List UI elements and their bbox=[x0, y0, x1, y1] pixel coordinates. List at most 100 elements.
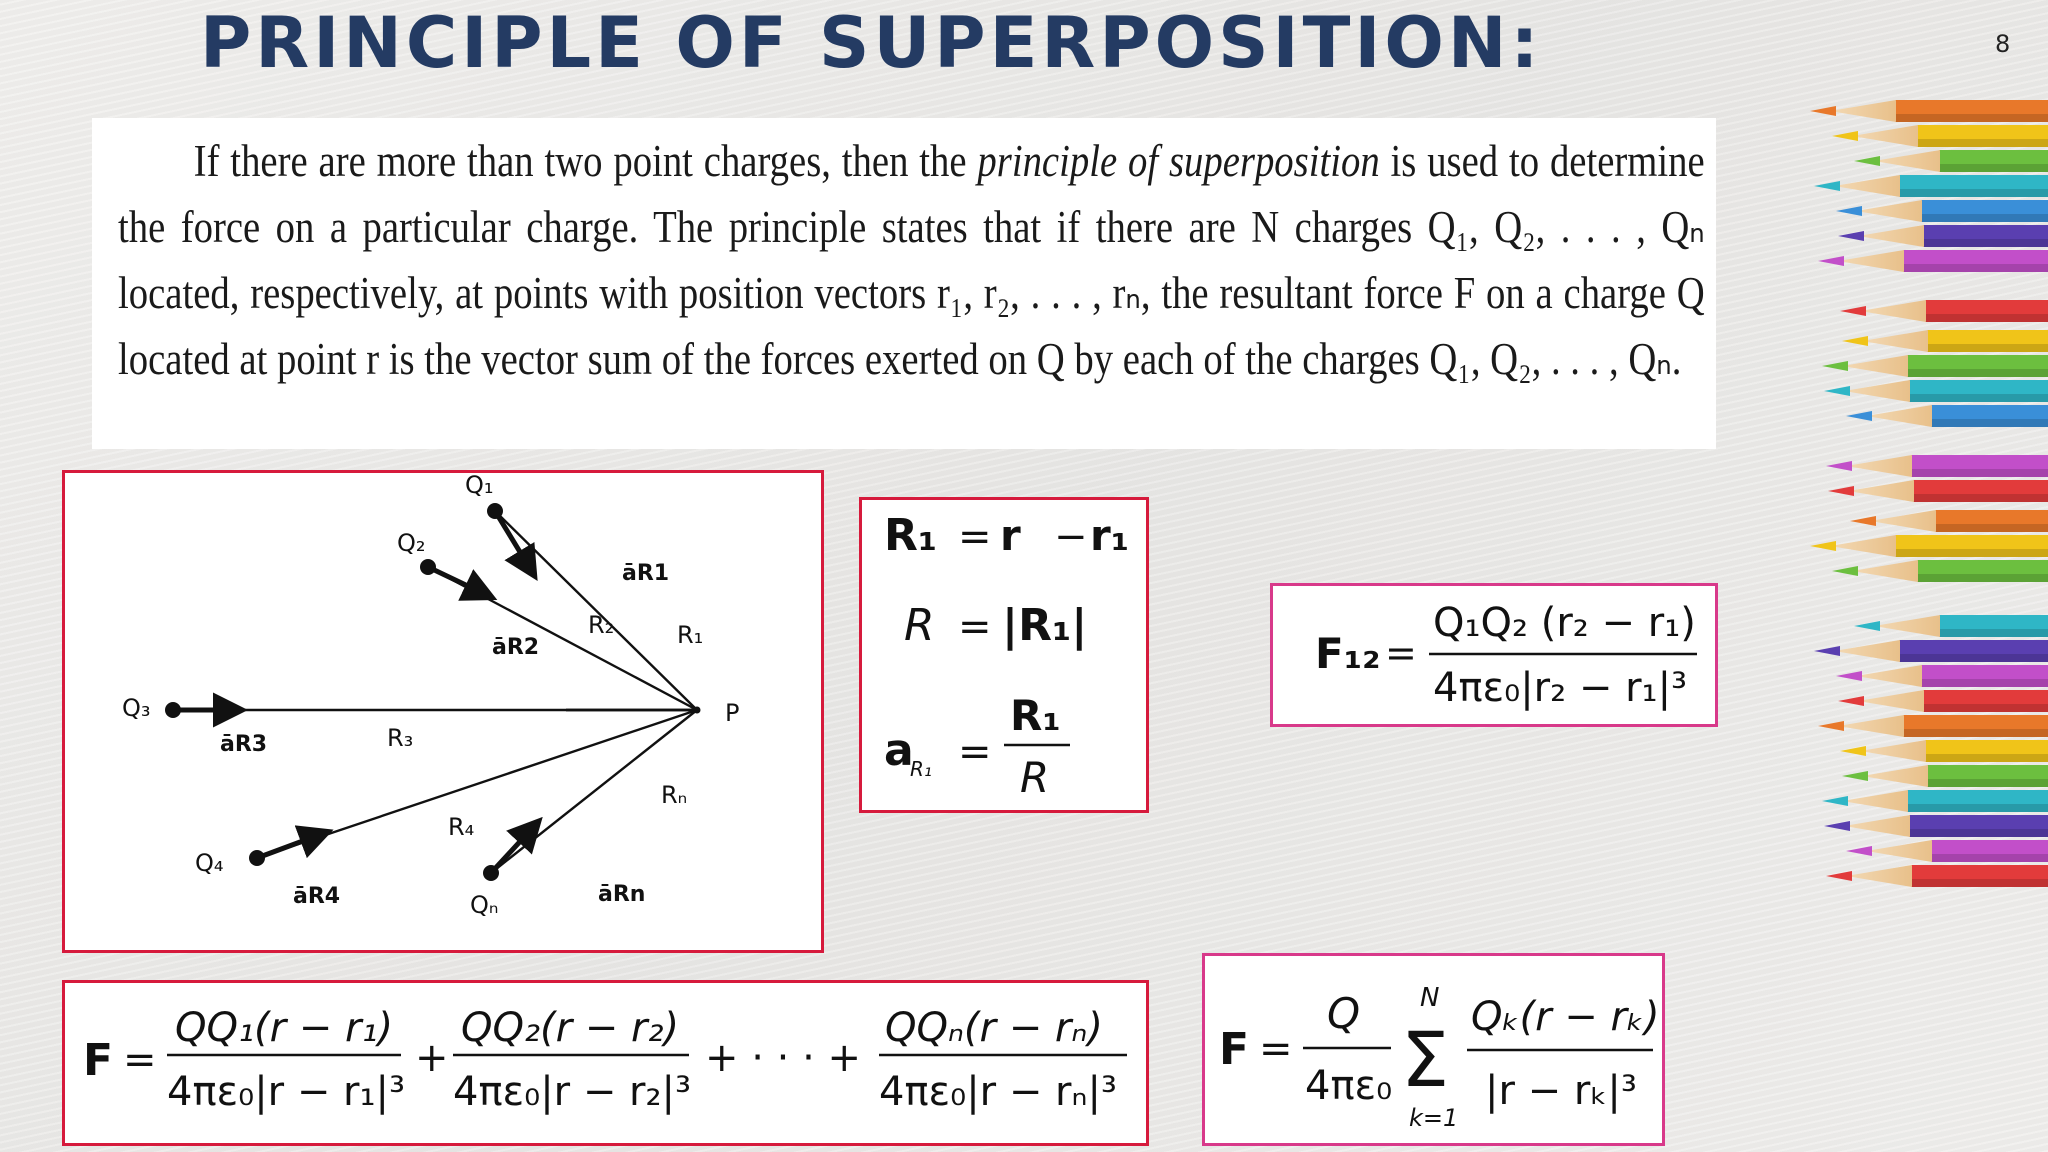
superposition-diagram: Q₁ Q₂ Q₃ Q₄ Qₙ P R₁ R₂ R₃ R₄ Rₙ āR1 āR2 … bbox=[62, 470, 824, 953]
pencil bbox=[1846, 840, 2048, 862]
f12-eq: = bbox=[1385, 631, 1417, 675]
pencil bbox=[1840, 300, 2048, 322]
fsum-termN-num: QQₙ(r − rₙ) bbox=[885, 1005, 1103, 1051]
pencil bbox=[1838, 225, 2048, 247]
pencil bbox=[1824, 815, 2048, 837]
f12-lhs: F₁₂ bbox=[1315, 629, 1380, 678]
label-q4: Q₄ bbox=[195, 849, 224, 877]
definition-text-part1: If there are more than two point charges… bbox=[193, 136, 978, 186]
rel-eq1: = bbox=[958, 514, 992, 560]
label-ar3: āR3 bbox=[220, 732, 267, 757]
relations-box: R₁ = r − r₁ R = |R₁| a R₁ = R₁ R bbox=[859, 497, 1149, 813]
fsum-term2-num: QQ₂(r − r₂) bbox=[461, 1005, 679, 1051]
fsum-term1-den: 4πε₀|r − r₁|³ bbox=[167, 1069, 405, 1115]
pencil bbox=[1826, 865, 2048, 887]
pencil bbox=[1814, 175, 2048, 197]
label-r1: R₁ bbox=[677, 621, 703, 649]
unit-vector-arrows bbox=[173, 509, 543, 875]
rel-a: a bbox=[884, 725, 914, 776]
label-r2: R₂ bbox=[588, 611, 614, 639]
pencil bbox=[1854, 615, 2048, 637]
definition-emphasis: principle of superposition bbox=[977, 136, 1380, 186]
charge-dots bbox=[165, 503, 701, 881]
fsig-den: 4πε₀ bbox=[1305, 1063, 1392, 1109]
arrow-ar2 bbox=[426, 564, 498, 601]
rel-frac-num: R₁ bbox=[1010, 691, 1061, 740]
pencil bbox=[1836, 665, 2048, 687]
pencil bbox=[1842, 765, 2048, 787]
charge-dot-q3 bbox=[165, 702, 181, 718]
pencil bbox=[1840, 740, 2048, 762]
definition-text: If there are more than two point charges… bbox=[118, 128, 1705, 392]
label-point-p: P bbox=[725, 699, 739, 727]
rel-r: r bbox=[1000, 511, 1021, 560]
pencil bbox=[1842, 330, 2048, 352]
fsum-plus1: + bbox=[415, 1035, 449, 1081]
fsum-ellipsis: + · · · + bbox=[705, 1035, 861, 1081]
pencil bbox=[1824, 380, 2048, 402]
fsig-num: Q bbox=[1327, 989, 1360, 1038]
label-ar1: āR1 bbox=[622, 561, 669, 586]
pencil bbox=[1832, 560, 2048, 582]
arrow-ar4 bbox=[256, 825, 334, 861]
fsum-lhs: F bbox=[83, 1035, 113, 1086]
pencil bbox=[1850, 510, 2048, 532]
pencil bbox=[1810, 100, 2048, 122]
pencil bbox=[1822, 790, 2048, 812]
fsum-term2-den: 4πε₀|r − r₂|³ bbox=[453, 1069, 691, 1115]
rel-R1: R₁ bbox=[884, 510, 937, 561]
relations-svg: R₁ = r − r₁ R = |R₁| a R₁ = R₁ R bbox=[884, 510, 1129, 802]
pencil bbox=[1836, 200, 2048, 222]
f12-denominator: 4πε₀|r₂ − r₁|³ bbox=[1433, 665, 1687, 711]
rel-r1: r₁ bbox=[1090, 511, 1129, 560]
definition-box: If there are more than two point charges… bbox=[92, 118, 1716, 449]
label-r4: R₄ bbox=[448, 813, 474, 841]
pencil bbox=[1826, 455, 2048, 477]
pencil bbox=[1838, 690, 2048, 712]
rel-frac-den: R bbox=[1020, 753, 1049, 802]
label-qn: Qₙ bbox=[470, 891, 498, 919]
label-q3: Q₃ bbox=[122, 694, 151, 722]
arrow-arn bbox=[489, 816, 543, 875]
label-arn: āRn bbox=[598, 882, 645, 907]
superposition-sum-box: F = QQ₁(r − r₁) 4πε₀|r − r₁|³ + QQ₂(r − … bbox=[62, 980, 1149, 1146]
slide-title: PRINCIPLE OF SUPERPOSITION: bbox=[200, 2, 1543, 84]
label-rn: Rₙ bbox=[661, 781, 687, 809]
fsum-termN-den: 4πε₀|r − rₙ|³ bbox=[879, 1069, 1117, 1115]
rel-absR1: |R₁| bbox=[1002, 600, 1087, 651]
pencil bbox=[1832, 125, 2048, 147]
arrow-ar1 bbox=[492, 509, 538, 581]
pencil bbox=[1828, 480, 2048, 502]
f12-numerator: Q₁Q₂ (r₂ − r₁) bbox=[1433, 600, 1696, 646]
fsig-lhs: F bbox=[1219, 1024, 1249, 1075]
fsum-svg: F = QQ₁(r − r₁) 4πε₀|r − r₁|³ + QQ₂(r − … bbox=[83, 1005, 1127, 1115]
rel-minus: − bbox=[1054, 514, 1088, 560]
coulomb-f12-box: F₁₂ = Q₁Q₂ (r₂ − r₁) 4πε₀|r₂ − r₁|³ bbox=[1270, 583, 1718, 727]
fsig-term-num: Qₖ(r − rₖ) bbox=[1471, 994, 1660, 1040]
pencil bbox=[1818, 250, 2048, 272]
page-number: 8 bbox=[1995, 30, 2011, 58]
label-r3: R₃ bbox=[387, 724, 413, 752]
fsig-eq: = bbox=[1259, 1026, 1293, 1072]
fsum-term1-num: QQ₁(r − r₁) bbox=[175, 1005, 393, 1051]
charge-dot-q2 bbox=[420, 559, 436, 575]
label-ar2: āR2 bbox=[492, 635, 539, 660]
f12-svg: F₁₂ = Q₁Q₂ (r₂ − r₁) 4πε₀|r₂ − r₁|³ bbox=[1315, 600, 1697, 711]
label-q2: Q₂ bbox=[397, 529, 426, 557]
charge-dot-qn bbox=[483, 865, 499, 881]
pencil bbox=[1854, 150, 2048, 172]
definition-text-part2: is used to determine the force on a part… bbox=[118, 136, 1705, 384]
label-ar4: āR4 bbox=[293, 884, 340, 909]
rel-a-sub: R₁ bbox=[910, 757, 932, 781]
fsig-svg: F = Q 4πε₀ N Σ k=1 Qₖ(r − rₖ) |r − rₖ|³ bbox=[1219, 983, 1660, 1132]
pencil bbox=[1818, 715, 2048, 737]
pencil-stack bbox=[1810, 100, 2048, 887]
charge-dot-q4 bbox=[249, 850, 265, 866]
rel-eq2: = bbox=[958, 604, 992, 650]
pencil bbox=[1846, 405, 2048, 427]
label-q1: Q₁ bbox=[465, 473, 494, 499]
point-p-dot bbox=[693, 706, 701, 714]
pencil bbox=[1814, 640, 2048, 662]
fsig-term-den: |r − rₖ|³ bbox=[1485, 1068, 1637, 1114]
rel-eq3: = bbox=[958, 729, 992, 775]
